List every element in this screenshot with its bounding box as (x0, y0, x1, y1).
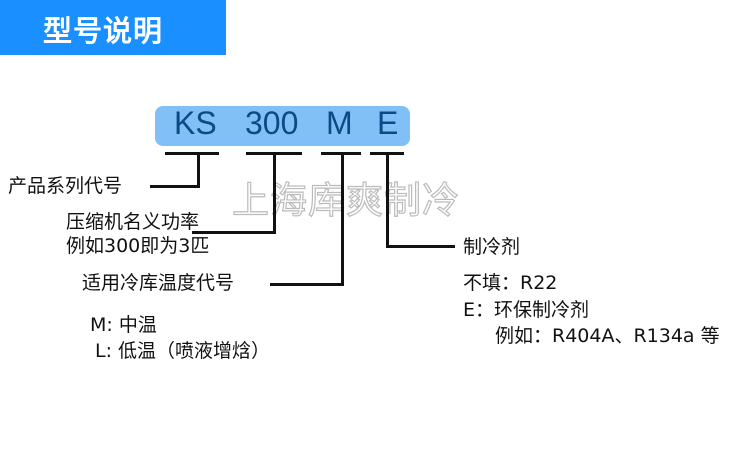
code-power: 300 (245, 105, 299, 141)
code-refrigerant: E (377, 105, 399, 141)
connector-power-h (192, 231, 276, 234)
label-ref-e: E：环保制冷剂 (463, 299, 590, 321)
watermark: 上海库爽制冷 (231, 178, 460, 222)
code-temperature: M (326, 105, 353, 141)
connector-series-v (197, 152, 200, 188)
label-refrigerant: 制冷剂 (463, 236, 521, 258)
label-series: 产品系列代号 (8, 175, 123, 197)
label-ref-blank: 不填：R22 (463, 272, 558, 294)
label-power: 压缩机名义功率 (66, 211, 200, 233)
label-power-example: 例如300即为3匹 (66, 235, 210, 257)
code-series: KS (174, 105, 217, 141)
label-temp-m: M: 中温 (90, 314, 157, 336)
connector-refrigerant-h (386, 245, 455, 248)
connector-refrigerant-v (386, 152, 389, 248)
connector-temperature-h (270, 283, 344, 286)
header-banner (0, 0, 226, 55)
label-temperature: 适用冷库温度代号 (82, 272, 235, 294)
label-temp-l: L: 低温（喷液增焓） (95, 340, 271, 362)
connector-power-v (273, 152, 276, 234)
connector-temperature-v (341, 152, 344, 286)
label-ref-example: 例如：R404A、R134a 等 (495, 325, 720, 347)
connector-series-h (150, 185, 200, 188)
model-code-box (155, 106, 410, 146)
underline-series (165, 152, 219, 155)
page-title: 型号说明 (43, 14, 164, 48)
